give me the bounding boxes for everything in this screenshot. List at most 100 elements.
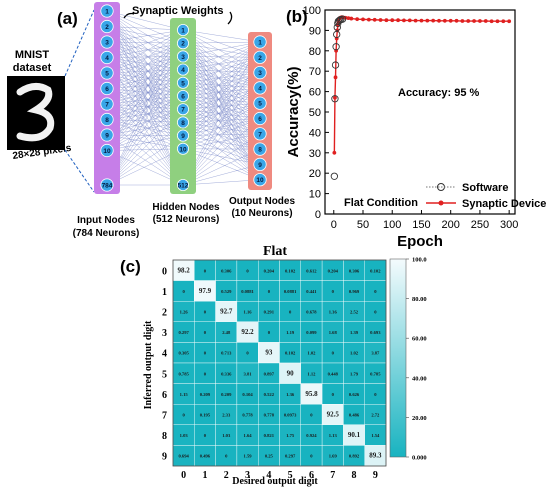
heatmap-cell-value: 97.9 [199, 287, 212, 295]
device-point [466, 19, 471, 23]
heatmap-cell-value: 1.68 [329, 330, 338, 335]
heatmap-cell-value: 3.81 [244, 371, 253, 376]
heatmap-cell-value: 0.336 [221, 371, 232, 376]
heatmap-cell-value: 0.209 [221, 392, 232, 397]
heatmap-cell-value: 1.64 [244, 433, 253, 438]
input-node-label: 6 [105, 86, 109, 93]
heatmap-cell-value: 0.626 [349, 392, 360, 397]
output-node [253, 111, 267, 126]
device-point [460, 19, 465, 23]
hidden-node-label: 7 [181, 107, 185, 114]
software-point [332, 43, 340, 51]
heatmap-cell-value: 0.305 [178, 351, 189, 356]
heatmap-cell-value: 0 [183, 413, 186, 418]
hidden-node-label: 5 [181, 80, 185, 87]
heatmap-cell-value: 0 [310, 454, 313, 459]
arrow-right-icon [227, 11, 233, 25]
heatmap-cell-value: 0 [332, 392, 335, 397]
y-tick-label: 10 [309, 189, 321, 201]
output-node [253, 50, 267, 64]
panel-c-label: (c) [120, 257, 141, 276]
input-node [100, 50, 114, 65]
heatmap-cell-value: 1.19 [286, 330, 295, 335]
hidden-node-label: 3 [181, 54, 185, 61]
heatmap-cell-value: 0.924 [306, 433, 317, 438]
heatmap-cell-value: 1.02 [350, 351, 359, 356]
heatmap-cell-value: 0.897 [264, 371, 275, 376]
heatmap-y-tick: 6 [162, 390, 167, 401]
input-node [100, 178, 114, 192]
heatmap-cell-value: 0.102 [370, 268, 381, 273]
heatmap-cell-value: 0.892 [349, 454, 360, 459]
heatmap-cell-value: 0 [374, 289, 377, 294]
input-node [100, 112, 114, 127]
panel-a-label: (a) [57, 9, 78, 28]
software-point [338, 15, 347, 23]
heatmap-cell-value: 2.33 [222, 413, 231, 418]
output-node [253, 157, 267, 171]
colorbar-tick-label: 40.00 [412, 375, 427, 382]
heatmap-x-tick: 2 [224, 470, 229, 481]
output-node-label: 7 [258, 131, 262, 138]
device-point [483, 19, 488, 23]
heatmap-cell-value: 0 [204, 310, 207, 315]
heatmap-x-tick: 4 [266, 470, 271, 481]
device-point [349, 16, 354, 21]
device-point [332, 150, 337, 155]
x-tick-label: 200 [442, 219, 460, 231]
device-point [407, 18, 412, 23]
device-point [489, 19, 494, 24]
device-point [425, 18, 430, 23]
output-node [253, 127, 267, 141]
output-node [253, 35, 267, 49]
heatmap-cell-value: 0 [268, 289, 271, 294]
heatmap-cell-value: 0.099 [306, 330, 317, 335]
hidden-node [176, 142, 189, 155]
heatmap-y-tick: 0 [162, 266, 167, 277]
panel-a-network-diagram: (a) MNIST dataset 28×28 pixels Synaptic … [7, 2, 295, 239]
heatmap-cell-value: 1.36 [329, 310, 338, 315]
colorbar-tick-label: 60.00 [412, 336, 427, 343]
hidden-node [176, 23, 189, 36]
heatmap-cell-value: 0.969 [349, 289, 360, 294]
heatmap-cell-value: 0.486 [349, 413, 360, 418]
hidden-node [176, 116, 189, 129]
y-tick-label: 80 [309, 46, 321, 58]
heatmap-cell-value: 2.52 [350, 310, 359, 315]
device-point [390, 18, 395, 23]
heatmap-cell-value: 0.441 [306, 289, 317, 294]
heatmap-y-tick: 7 [162, 411, 167, 422]
x-tick-label: 150 [412, 219, 430, 231]
heatmap-cell-value: 0.306 [221, 268, 232, 273]
heatmap-x-tick: 8 [352, 470, 357, 481]
output-node-label: 2 [258, 55, 262, 62]
heatmap-cell-value: 90.1 [348, 431, 361, 439]
output-node-label: 10 [256, 177, 264, 184]
heatmap-cell-value: 1.26 [180, 310, 189, 315]
device-point [333, 95, 337, 100]
device-point [501, 19, 506, 24]
chart-legend: Software Synaptic Device [426, 182, 546, 210]
input-node-label: 9 [105, 133, 109, 140]
heatmap-y-tick: 1 [162, 287, 167, 298]
legend-device-marker-icon [438, 200, 444, 206]
input-node-label: 5 [105, 71, 109, 78]
heatmap-cell-value: 1.16 [244, 310, 253, 315]
hidden-node [176, 103, 189, 116]
input-node-label: 8 [105, 117, 109, 124]
device-point [454, 18, 459, 23]
device-point [431, 18, 436, 23]
device-point [366, 17, 371, 22]
input-node [100, 81, 114, 96]
input-node [100, 97, 114, 111]
device-point [507, 19, 512, 24]
device-series-line [333, 16, 510, 153]
colorbar-tick-label: 0.000 [412, 455, 427, 462]
software-point [331, 61, 340, 69]
heatmap-cell-value: 92.7 [220, 308, 233, 316]
heatmap-cell-value: 1.03 [222, 433, 231, 438]
